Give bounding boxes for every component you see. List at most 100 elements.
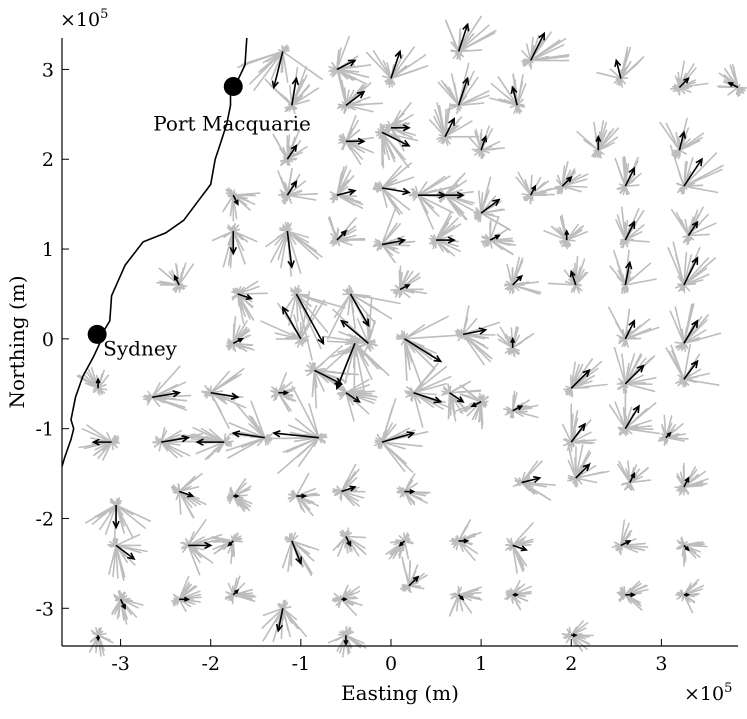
spread-line [403, 540, 410, 560]
spread-line [232, 230, 246, 265]
spread-line [620, 56, 645, 80]
spread-line [489, 239, 504, 251]
spread-line [232, 315, 237, 345]
spread-line [529, 57, 544, 62]
vector-spread [496, 325, 535, 358]
vector-spread [281, 532, 320, 577]
x-axis-label: Easting (m) [341, 681, 459, 705]
spread-line [236, 293, 246, 317]
spread-line [435, 239, 462, 253]
spread-line [236, 280, 259, 295]
vector-spread [667, 241, 717, 294]
spread-line [497, 76, 518, 107]
spread-line [680, 594, 685, 597]
spread-line [337, 633, 347, 637]
spread-line [678, 172, 685, 187]
spread-line [277, 91, 293, 107]
spread-line [286, 193, 319, 196]
spread-line [475, 128, 482, 152]
spread-line [232, 194, 251, 211]
spread-line [511, 269, 519, 286]
spread-line [286, 230, 297, 245]
spread-line [624, 402, 657, 430]
vector-spread [437, 62, 490, 115]
spread-line [480, 189, 490, 214]
spread-line [574, 258, 586, 286]
spread-line [282, 224, 289, 232]
spread-line [624, 381, 647, 385]
spread-line [683, 257, 717, 286]
spread-line [434, 109, 446, 138]
spread-line [381, 243, 396, 251]
spread-line [543, 230, 568, 241]
vector-spread [180, 518, 223, 576]
vector-spread [152, 426, 204, 459]
spread-line [449, 104, 460, 107]
x-tick-label: -3 [111, 653, 130, 675]
spread-line [505, 280, 514, 286]
spread-line [659, 121, 681, 152]
spread-line [565, 225, 585, 241]
spread-line [289, 540, 293, 566]
spread-line [336, 194, 358, 198]
vector-spread [226, 478, 253, 513]
spread-line [286, 194, 292, 201]
spread-line [480, 208, 504, 214]
spread-line [291, 87, 320, 107]
vector-spread [331, 463, 366, 507]
spread-line [444, 108, 447, 138]
spread-line [225, 342, 235, 347]
spread-line [286, 230, 310, 244]
spread-line [480, 212, 511, 230]
spread-line [674, 75, 681, 89]
y-axis-multiplier: ×105 [60, 7, 108, 31]
spread-line [279, 229, 289, 232]
spread-line [615, 219, 627, 241]
y-tick-label: 2 [42, 149, 54, 171]
spread-line [525, 43, 532, 62]
spread-line [529, 39, 561, 62]
spread-line [381, 223, 402, 246]
spread-line [223, 230, 235, 238]
spread-line [511, 394, 515, 412]
spread-line [119, 590, 122, 601]
spread-line [381, 187, 411, 211]
spread-line [480, 149, 484, 159]
spread-line [339, 134, 347, 143]
vector-spread [327, 216, 366, 247]
vector-spread [76, 366, 110, 396]
spread-line [687, 234, 691, 242]
spread-line [498, 98, 518, 107]
spread-line [178, 284, 185, 291]
spread-line [687, 209, 699, 237]
spread-line [553, 185, 564, 190]
coastline [61, 37, 248, 467]
spread-line [294, 286, 298, 295]
spread-line [402, 561, 410, 587]
spread-line [475, 207, 482, 214]
spread-line [561, 185, 582, 193]
spread-line [291, 99, 311, 107]
vector-spread [201, 367, 247, 430]
spread-line [381, 187, 403, 215]
spread-line [457, 94, 490, 107]
spread-line [232, 326, 248, 345]
spread-line [341, 140, 347, 151]
vector-spread [670, 206, 717, 246]
spread-line [345, 140, 364, 160]
spread-line [665, 436, 668, 445]
spread-line [682, 234, 690, 238]
spread-line [480, 146, 493, 152]
spread-line [236, 293, 253, 309]
spread-line [675, 183, 685, 187]
vector-spread [611, 519, 649, 556]
vector-spread [390, 265, 428, 299]
vector-spread [225, 315, 255, 353]
spread-line [113, 544, 117, 560]
spread-line [288, 539, 293, 542]
spread-line [417, 194, 429, 214]
spread-line [459, 393, 482, 403]
spread-line [300, 304, 318, 340]
spread-line [678, 86, 692, 93]
